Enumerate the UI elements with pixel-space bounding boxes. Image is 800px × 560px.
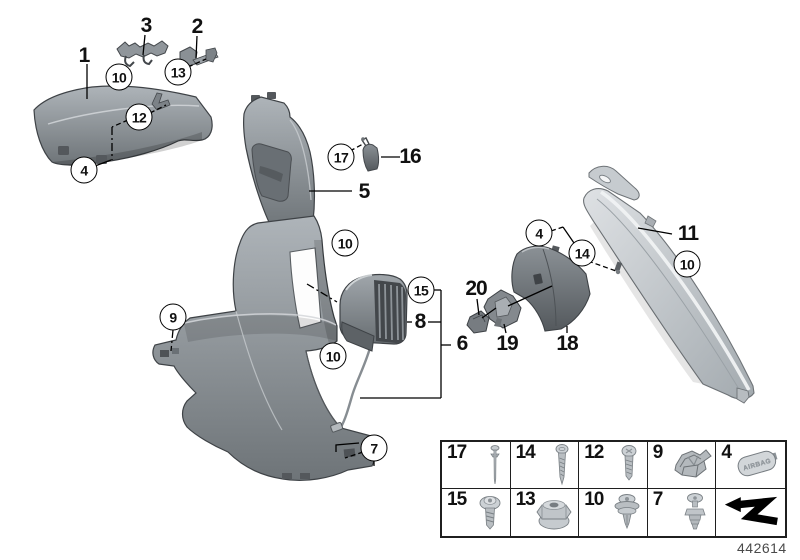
callout-10-a[interactable]: 10 (105, 63, 133, 91)
leader-lines (86, 34, 673, 468)
expansion-rivet-icon (684, 492, 706, 529)
legend-number: 14 (515, 442, 536, 463)
callout-2[interactable]: 2 (191, 15, 204, 38)
legend-number: 12 (584, 442, 604, 463)
callout-8[interactable]: 8 (414, 310, 427, 333)
grommet-clip-icon (614, 493, 640, 529)
legend-number: 9 (652, 442, 664, 463)
pin-rivet-icon (489, 445, 500, 485)
c-pillar-trim-part-18 (511, 242, 591, 332)
callout-1[interactable]: 1 (78, 44, 91, 67)
legend-cell-12: 12 (579, 442, 648, 489)
callout-13[interactable]: 13 (164, 58, 192, 86)
legend-cell-next[interactable] (716, 489, 785, 536)
legend-number: 10 (584, 489, 604, 510)
legend-cell-15: 15 (442, 489, 511, 536)
legend-number: 17 (447, 442, 467, 463)
next-diagram-arrow-icon (724, 496, 778, 525)
long-screw-icon (555, 444, 569, 486)
callout-15[interactable]: 15 (407, 276, 435, 304)
spring-clamp-icon (674, 449, 713, 478)
callout-18[interactable]: 18 (556, 332, 578, 355)
pan-head-screw-icon (621, 445, 637, 481)
callout-7[interactable]: 7 (360, 434, 388, 462)
legend-cell-17: 17 (442, 442, 511, 489)
callout-6[interactable]: 6 (456, 332, 469, 355)
legend-number: 15 (447, 489, 467, 510)
b-pillar-upper-trim-part-5 (243, 92, 316, 231)
legend-number: 4 (721, 442, 732, 463)
legend-number: 7 (652, 489, 664, 510)
callout-20[interactable]: 20 (465, 277, 487, 300)
legend-cell-13: 13 (511, 489, 580, 536)
legend-cell-4: 4 AIRBAG (716, 442, 785, 489)
callout-12[interactable]: 12 (125, 103, 153, 131)
callout-5[interactable]: 5 (358, 180, 371, 203)
clip-part-20 (466, 310, 490, 334)
flange-nut-icon (536, 499, 572, 529)
callout-19[interactable]: 19 (496, 332, 518, 355)
airbag-emblem-icon: AIRBAG (737, 450, 778, 477)
legend-cell-7: 7 (648, 489, 717, 536)
callout-17[interactable]: 17 (327, 143, 355, 171)
a-pillar-trim-part-1 (33, 85, 213, 166)
callout-10-d[interactable]: 10 (673, 250, 701, 278)
side-panel-part-11 (583, 165, 755, 404)
fastener-legend-table: 17 14 12 (440, 440, 787, 538)
belt-guide-part-16 (360, 137, 379, 172)
bracket-part-19 (483, 289, 522, 329)
callout-14[interactable]: 14 (568, 239, 596, 267)
b-pillar-lower-trim (152, 215, 380, 481)
callout-4-b[interactable]: 4 (525, 219, 553, 247)
callout-11[interactable]: 11 (677, 222, 699, 245)
figure-code: 442614 (737, 540, 787, 556)
mounting-bracket-part-3 (116, 40, 169, 68)
callout-10-c[interactable]: 10 (319, 342, 347, 370)
callout-9[interactable]: 9 (159, 303, 187, 331)
legend-number: 13 (515, 489, 536, 510)
legend-cell-14: 14 (510, 442, 580, 489)
callout-16[interactable]: 16 (399, 145, 421, 168)
callout-10-b[interactable]: 10 (331, 229, 359, 257)
legend-cell-10: 10 (579, 489, 648, 536)
callout-4-a[interactable]: 4 (70, 156, 98, 184)
washer-head-screw-icon (479, 495, 501, 530)
callout-3[interactable]: 3 (140, 14, 153, 37)
legend-cell-9: 9 (647, 442, 717, 489)
air-vent-part-8 (330, 273, 408, 433)
